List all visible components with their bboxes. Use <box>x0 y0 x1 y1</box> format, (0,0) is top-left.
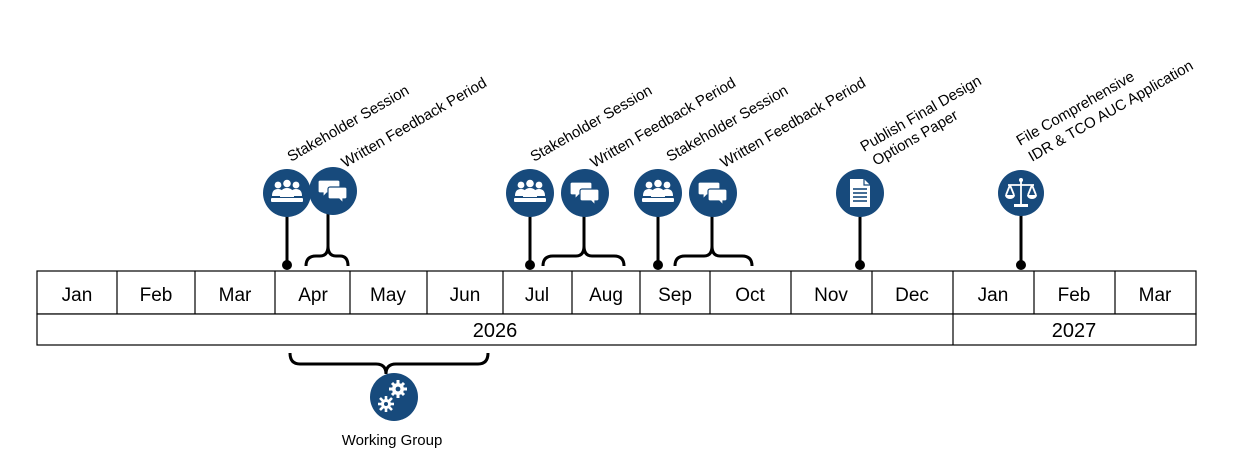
year-label: 2027 <box>1052 320 1097 342</box>
month-label: Jun <box>450 285 481 306</box>
working-group-brace <box>288 352 490 375</box>
stakeholder-session-icon <box>506 169 554 217</box>
timeline-marker <box>525 260 535 270</box>
year-row: 2026 2027 <box>36 313 1197 346</box>
document-icon <box>836 169 884 217</box>
month-label: Dec <box>895 285 929 306</box>
month-label: Jan <box>978 285 1009 306</box>
written-feedback-icon <box>689 169 737 217</box>
working-group-label: Working Group <box>342 432 443 449</box>
feedback-period-brace <box>541 245 626 267</box>
written-feedback-icon <box>561 169 609 217</box>
feedback-period-brace <box>304 245 350 267</box>
month-label: Apr <box>298 285 328 306</box>
month-label: Jul <box>525 285 549 306</box>
month-label: Jan <box>62 285 93 306</box>
month-label: Feb <box>1058 285 1091 306</box>
timeline-marker <box>653 260 663 270</box>
stakeholder-session-icon <box>263 169 311 217</box>
event-labels: Stakeholder Session Written Feedback Per… <box>285 57 1197 171</box>
month-label: Mar <box>219 285 252 306</box>
gears-icon <box>370 373 418 421</box>
month-label: Mar <box>1139 285 1172 306</box>
event-label: IDR & TCO AUC Application <box>1026 57 1197 165</box>
feedback-period-brace <box>673 245 754 267</box>
stakeholder-session-icon <box>634 169 682 217</box>
scales-icon <box>998 170 1044 216</box>
month-label: Nov <box>814 285 848 306</box>
month-label: Feb <box>140 285 173 306</box>
timeline-marker <box>855 260 865 270</box>
month-row: Jan Feb Mar Apr May Jun Jul Aug Sep Oct … <box>36 270 1197 315</box>
feedback-braces <box>304 214 754 267</box>
event-icons <box>263 167 1044 421</box>
written-feedback-icon <box>309 167 357 215</box>
timeline-marker <box>1016 260 1026 270</box>
month-label: Sep <box>658 285 692 306</box>
timeline-marker <box>282 260 292 270</box>
pins <box>285 214 1023 264</box>
month-label: Oct <box>735 285 765 306</box>
month-label: May <box>370 285 406 306</box>
year-label: 2026 <box>473 320 518 342</box>
event-label: Stakeholder Session <box>528 82 656 166</box>
month-label: Aug <box>589 285 623 306</box>
